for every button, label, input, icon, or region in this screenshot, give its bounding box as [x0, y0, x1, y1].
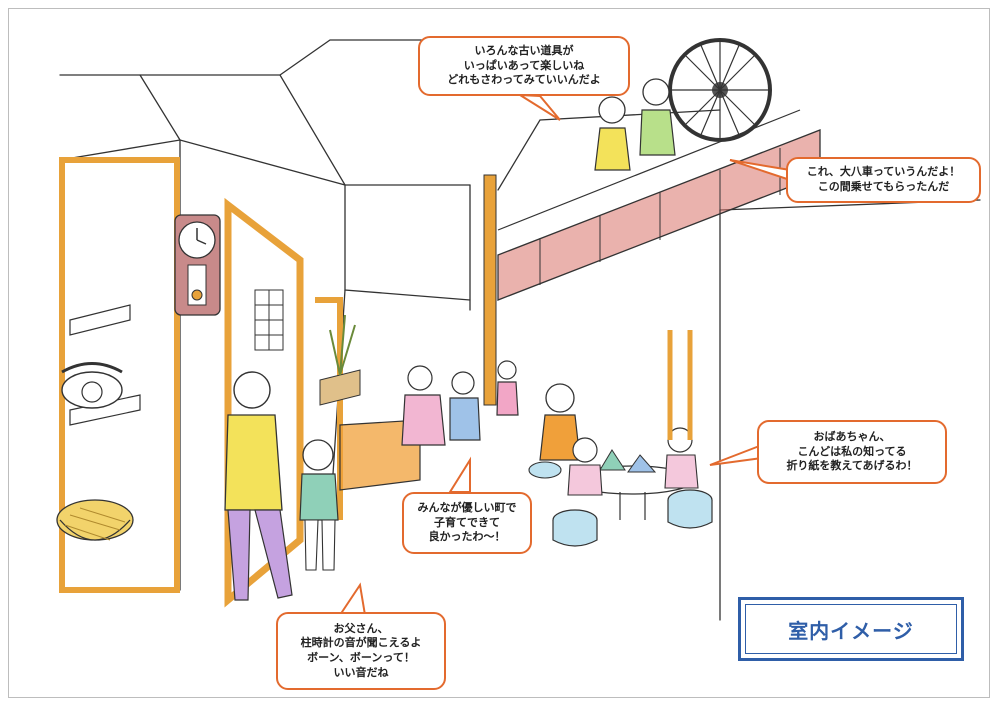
father-and-child [224, 371, 339, 601]
wall-clock-icon [174, 214, 221, 316]
bubble-line: 折り紙を教えてあげるわ！ [786, 459, 918, 473]
bubble-line: こんどは私の知ってる [797, 444, 907, 458]
page-title: 室内イメージ [745, 604, 957, 654]
speech-bubble-town: みんなが優しい町で 子育てできて 良かったわ～！ [402, 492, 532, 554]
speech-bubble-tools: いろんな古い道具が いっぱいあって楽しいね どれもさわってみていいんだよ [418, 36, 630, 96]
plant-decoration [319, 314, 361, 406]
page-frame [8, 8, 990, 698]
bubble-line: みんなが優しい町で [417, 501, 517, 515]
central-bench [339, 360, 519, 491]
title-box: 室内イメージ [738, 597, 964, 661]
speech-bubble-cart: これ、大八車っていうんだよ！ この間乗せてもらったんだ [786, 157, 981, 203]
basket-icon [56, 499, 134, 541]
bubble-line: いっぱいあって楽しいね [463, 58, 585, 72]
speech-bubble-origami: おばあちゃん、 こんどは私の知ってる 折り紙を教えてあげるわ！ [757, 420, 947, 484]
children-balcony [594, 78, 676, 171]
speech-bubble-clock: お父さん、 柱時計の音が聞こえるよ ボーン、ボーンって！ いい音だね [276, 612, 446, 690]
bubble-line: いろんな古い道具が [474, 44, 574, 58]
left-shelf [59, 157, 180, 593]
bubble-line: ボーン、ボーンって！ [307, 651, 415, 664]
bubble-line: これ、大八車っていうんだよ！ [806, 165, 961, 179]
bubble-line: お父さん、 [333, 621, 389, 635]
bubble-tails [338, 93, 791, 616]
wooden-pillar [483, 174, 497, 406]
bubble-line: おばあちゃん、 [813, 430, 891, 444]
bubble-line: いい音だね [333, 665, 389, 679]
bubble-line: 子育てできて [434, 515, 500, 529]
origami-table-group [528, 383, 713, 547]
bubble-line: どれもさわってみていいんだよ [447, 73, 601, 87]
right-room-frame [667, 330, 693, 440]
cart-wheel-icon [668, 38, 772, 142]
bubble-line: 柱時計の音が聞こえるよ [300, 636, 422, 650]
telephone-icon [61, 362, 123, 409]
bubble-line: 良かったわ～！ [428, 530, 506, 544]
bubble-line: この間乗せてもらったんだ [817, 180, 950, 193]
